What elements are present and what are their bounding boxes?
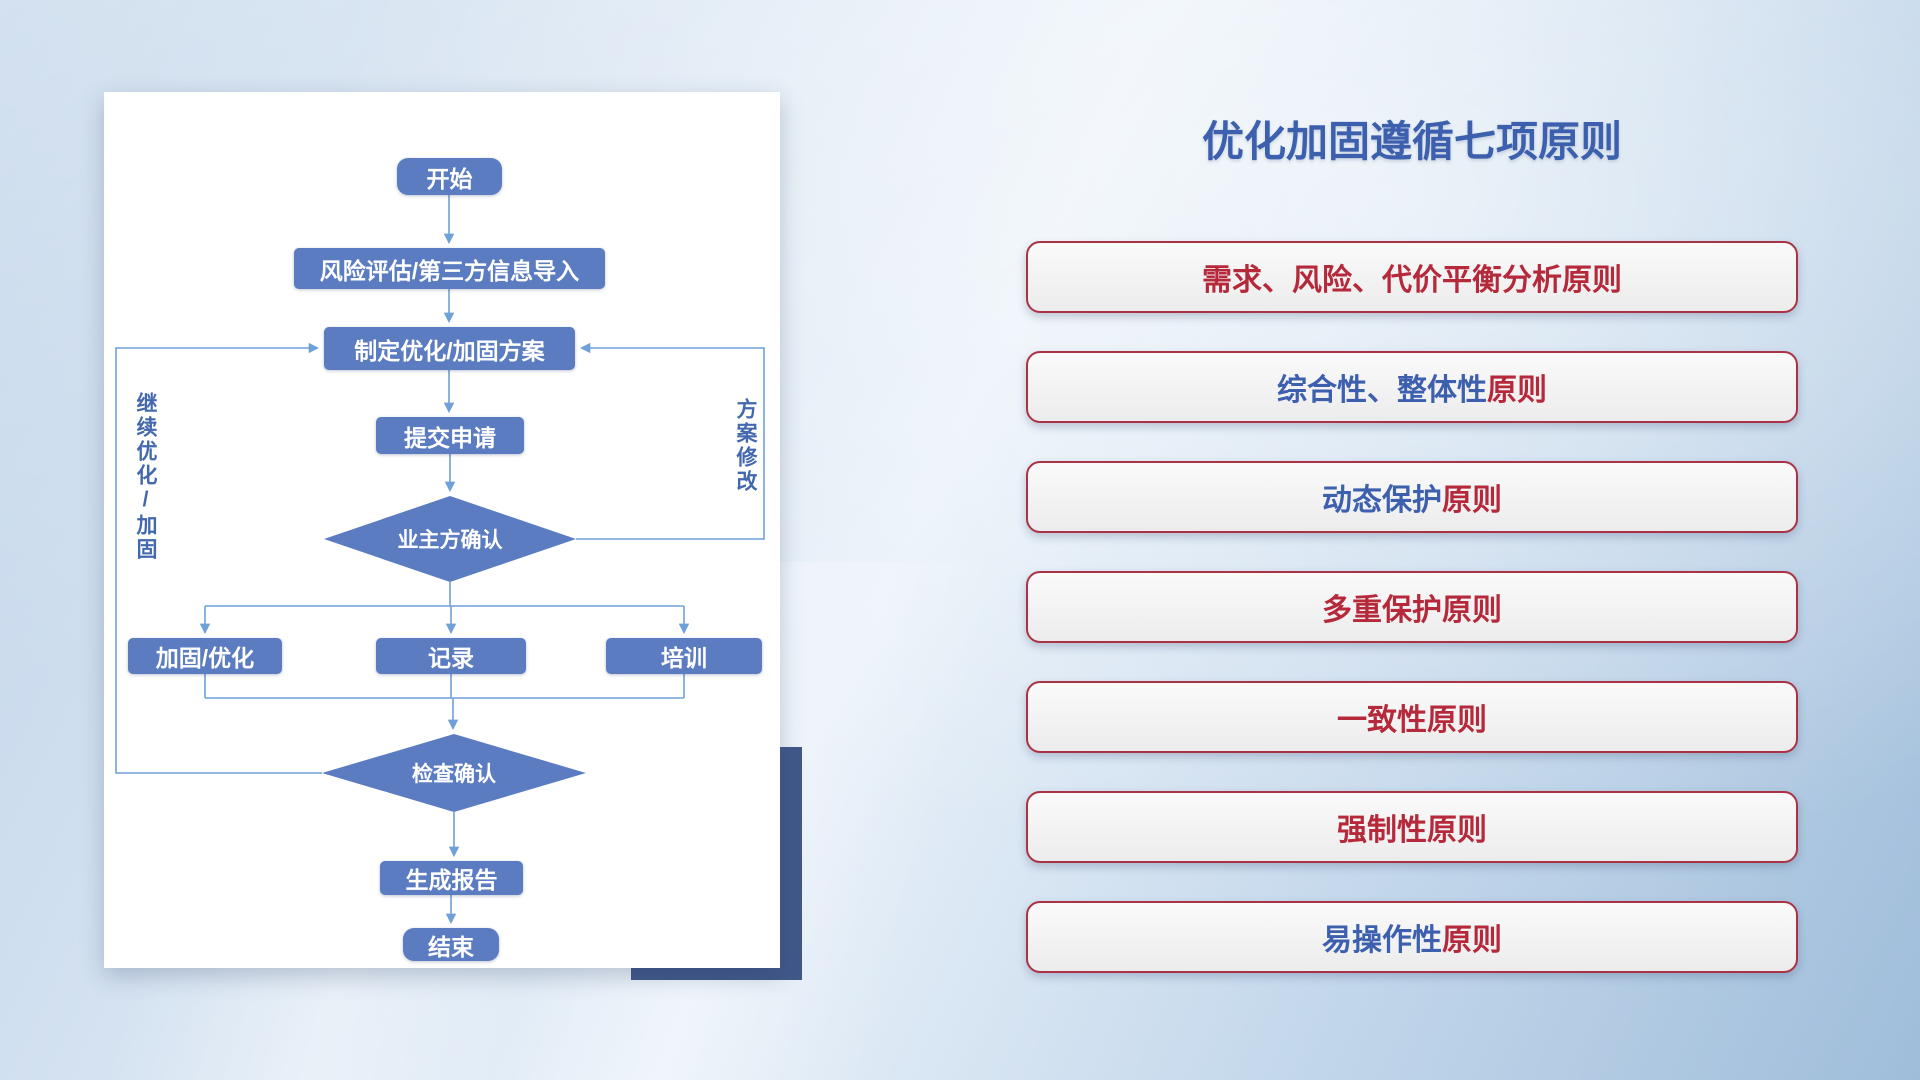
principle-box: 需求、风险、代价平衡分析原则 — [1026, 241, 1798, 313]
principles-list: 需求、风险、代价平衡分析原则综合性、整体性原则动态保护原则多重保护原则一致性原则… — [1026, 241, 1798, 1011]
principle-box: 易操作性原则 — [1026, 901, 1798, 973]
flow-node-make-plan: 制定优化/加固方案 — [324, 327, 575, 370]
flow-loop-label-continue: 继续优化/加固 — [134, 392, 157, 562]
principle-box: 综合性、整体性原则 — [1026, 351, 1798, 423]
flow-node-end: 结束 — [403, 928, 499, 961]
principle-text-segment: 原则 — [1442, 924, 1502, 957]
principle-box: 多重保护原则 — [1026, 571, 1798, 643]
principle-text-segment: 多重保护原则 — [1322, 594, 1502, 627]
principle-text-segment: 强制性原则 — [1337, 814, 1487, 847]
flowchart-connectors — [115, 195, 765, 925]
page-title: 优化加固遵循七项原则 — [1201, 118, 1622, 165]
flow-node-start: 开始 — [397, 158, 502, 195]
principle-text-segment: 动态保护 — [1322, 484, 1442, 517]
flowchart-card: 开始 风险评估/第三方信息导入 制定优化/加固方案 提交申请 业主方确认 加固/… — [104, 92, 780, 968]
flow-node-record: 记录 — [376, 638, 526, 674]
flow-node-training: 培训 — [606, 638, 762, 674]
principle-box: 动态保护原则 — [1026, 461, 1798, 533]
principle-text-segment: 易操作性 — [1322, 924, 1442, 957]
principle-box: 一致性原则 — [1026, 681, 1798, 753]
principle-text-segment: 需求、风险、代价平衡分析原则 — [1202, 264, 1622, 297]
flow-node-risk-import: 风险评估/第三方信息导入 — [294, 248, 605, 289]
principle-text-segment: 原则 — [1442, 484, 1502, 517]
principle-text-segment: 一致性原则 — [1337, 704, 1487, 737]
flow-node-submit: 提交申请 — [376, 417, 524, 454]
principle-text-segment: 原则 — [1487, 374, 1547, 407]
connector-modify-loop — [576, 342, 765, 540]
connector-merge-stems — [204, 674, 685, 698]
flow-node-report: 生成报告 — [380, 861, 523, 895]
connector-continue-loop — [115, 342, 322, 774]
principle-text-segment: 综合性、整体性 — [1277, 374, 1487, 407]
flow-node-harden-optimize: 加固/优化 — [128, 638, 282, 674]
flow-loop-label-modify: 方案修改 — [734, 398, 757, 494]
principle-box: 强制性原则 — [1026, 791, 1798, 863]
